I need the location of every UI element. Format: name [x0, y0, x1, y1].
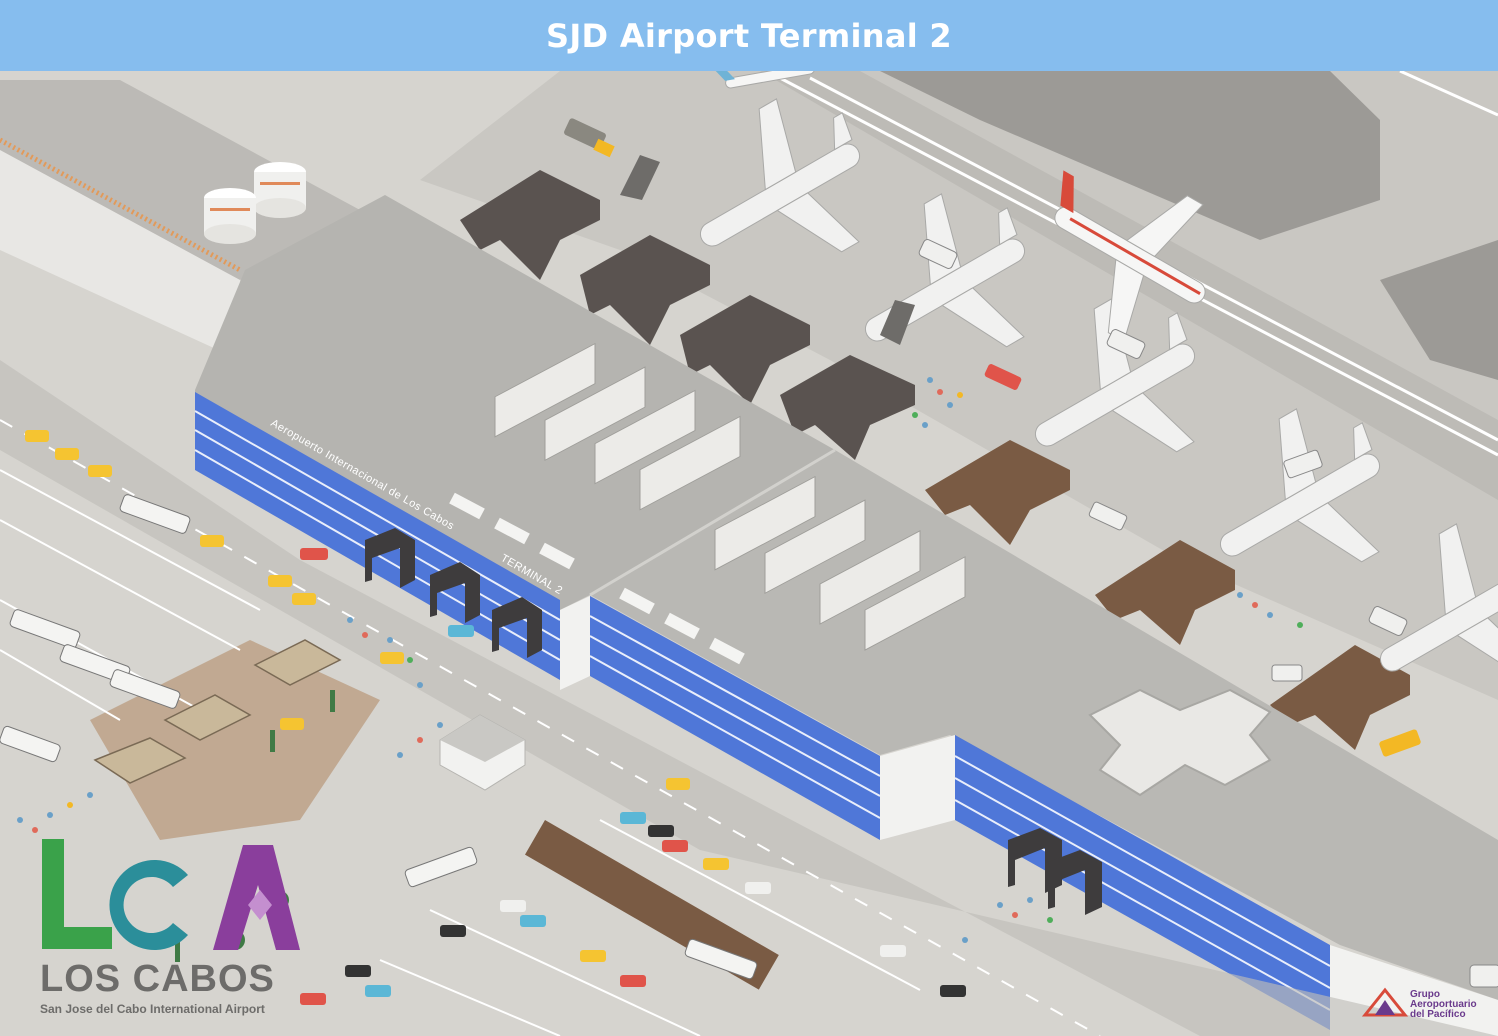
- operator-name: Grupo Aeroportuario del Pacífico: [1410, 989, 1477, 1020]
- logo-subtitle: San Jose del Cabo International Airport: [40, 1002, 265, 1016]
- jetbridges-gray: [460, 170, 915, 460]
- service-building-fence: [0, 137, 242, 273]
- runway-grass-patch-right: [1380, 240, 1498, 380]
- logo-letter-c: [109, 860, 188, 950]
- terminal-illustration: Aeropuerto Internacional de Los Cabos TE…: [0, 71, 1498, 1036]
- service-building-wall: [0, 150, 240, 360]
- buses: [0, 494, 758, 980]
- service-building-roof: [0, 80, 360, 280]
- entrance-canopies: [365, 528, 1102, 915]
- page-title: SJD Airport Terminal 2: [545, 16, 952, 55]
- runway-edge-line: [1399, 71, 1498, 117]
- logo-name: LOS CABOS: [40, 958, 275, 1000]
- gap-logo-icon: [1361, 987, 1409, 1017]
- airplanes-gates: [699, 98, 1498, 678]
- market-tents: [93, 639, 342, 784]
- parked-cars: [25, 430, 966, 1005]
- logo-text: LOS CABOS San Jose del Cabo Internationa…: [40, 960, 275, 1016]
- jetbridges-brown: [925, 440, 1410, 750]
- runway-grass-patch: [880, 71, 1380, 240]
- airplane-departing: [712, 71, 815, 89]
- los-cabos-logo: [42, 839, 300, 950]
- logo-letter-l: [42, 839, 64, 949]
- parking-lot-bottom: [379, 819, 921, 1036]
- roof-cross-structure: [1088, 688, 1272, 797]
- logo-letter-a: [213, 845, 300, 950]
- roof-skylights: [449, 492, 745, 665]
- terminal-roof-right: [590, 450, 1498, 1000]
- roof-hvac-units: [494, 342, 966, 651]
- title-bar: SJD Airport Terminal 2: [0, 0, 1498, 71]
- passenger-crowds: [17, 377, 1303, 943]
- ground-vehicles: [564, 118, 1498, 988]
